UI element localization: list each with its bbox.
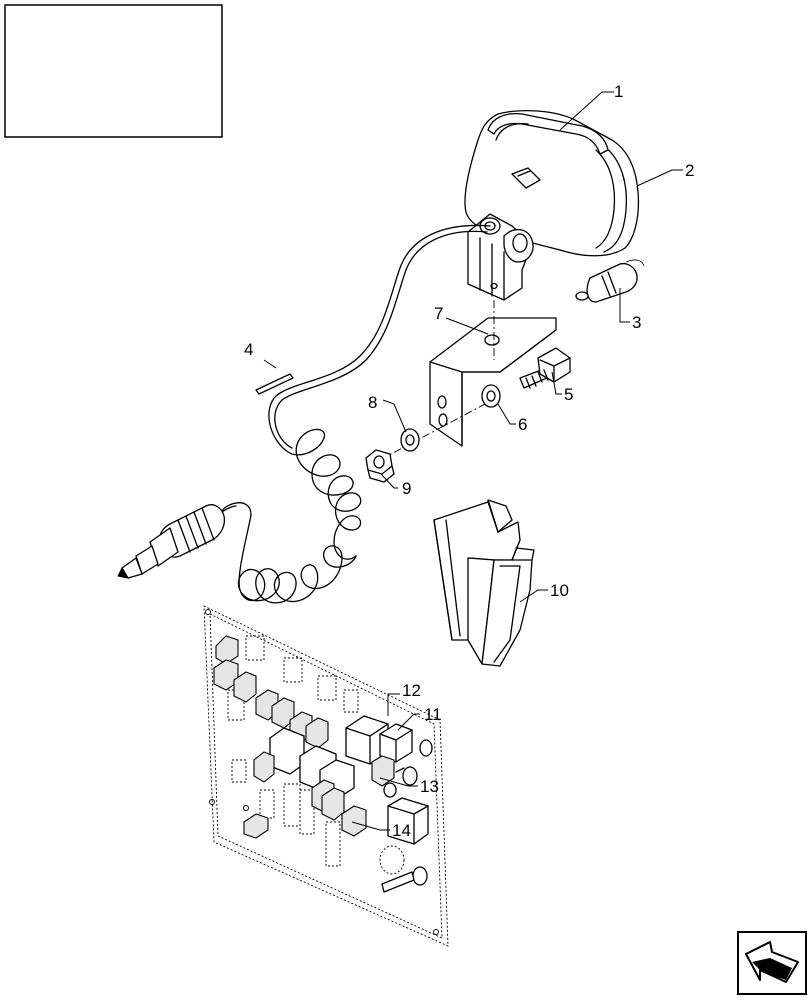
leader-lines [263,91,683,831]
nut-9 [365,449,395,483]
callout-2: 2 [685,161,694,180]
callout-10: 10 [550,581,569,600]
pin-4 [255,373,294,395]
callouts: 1 2 3 4 5 6 7 8 9 10 11 12 13 14 [244,82,694,840]
callout-6: 6 [518,415,527,434]
plug [117,504,237,579]
washer-6 [481,384,501,408]
callout-4: 4 [244,340,253,359]
bulb [575,259,645,303]
board-components [213,635,433,893]
callout-1: 1 [614,82,623,101]
callout-3: 3 [632,313,641,332]
work-lamp [464,110,640,301]
callout-12: 12 [402,681,421,700]
title-box [4,4,223,138]
lamp-holder [433,499,535,667]
mounting-bracket [429,317,557,447]
circuit-board [203,605,449,947]
coiled-cable [219,224,491,604]
washer-8 [400,428,420,452]
callout-8: 8 [368,393,377,412]
previous-page-arrow-icon[interactable] [737,931,807,995]
callout-7: 7 [434,304,443,323]
callout-5: 5 [564,385,573,404]
callout-14: 14 [392,821,411,840]
bolt [519,347,571,389]
callout-13: 13 [420,777,439,796]
callout-11: 11 [424,705,442,724]
callout-9: 9 [402,479,411,498]
